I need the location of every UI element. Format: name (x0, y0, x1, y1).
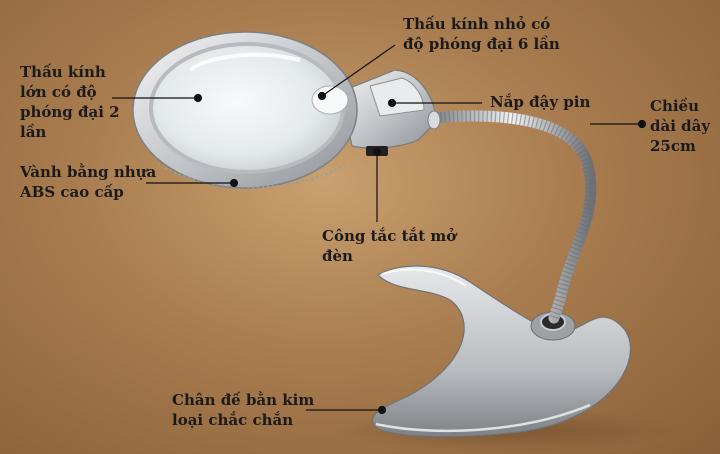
leader-small-lens (321, 44, 396, 97)
callout-large-lens-line-3: phóng đại 2 (20, 103, 120, 121)
neck-collar (427, 110, 441, 130)
base-edge-highlight (381, 268, 467, 287)
base-front-edge (375, 403, 591, 433)
callout-cord-length: Chiều dài dây 25cm (650, 96, 710, 156)
callout-base-line-1: Chân đế bằn kim (172, 391, 315, 409)
callout-cord-length-line-3: 25cm (650, 137, 696, 155)
callout-base: Chân đế bằn kim loại chắc chắn (172, 390, 314, 430)
callout-small-lens: Thấu kính nhỏ có độ phóng đại 6 lần (403, 14, 560, 54)
lens-reflection (188, 52, 301, 72)
callout-base-line-2: loại chắc chắn (172, 411, 294, 429)
callout-rim-line-2: ABS cao cấp (20, 183, 124, 201)
callout-switch-line-1: Công tắc tắt mở (322, 227, 457, 245)
callout-large-lens: Thấu kính lớn có độ phóng đại 2 lần (20, 62, 120, 142)
leader-lines (112, 44, 647, 415)
large-lens-glass (153, 46, 341, 170)
callout-large-lens-line-4: lần (20, 123, 47, 141)
callout-battery-cover-line-1: Nắp đậy pin (490, 93, 591, 111)
callout-rim: Vành bằng nhựa ABS cao cấp (20, 162, 156, 202)
metal-base (371, 265, 631, 438)
callout-switch: Công tắc tắt mở đèn (322, 226, 456, 266)
callout-large-lens-line-2: lớn có độ (20, 83, 97, 101)
callout-large-lens-line-1: Thấu kính (20, 63, 106, 81)
gooseneck-cord (426, 110, 597, 324)
callout-small-lens-line-2: độ phóng đại 6 lần (403, 35, 560, 53)
callout-cord-length-line-1: Chiều (650, 97, 699, 115)
callout-small-lens-line-1: Thấu kính nhỏ có (403, 15, 551, 33)
callout-cord-length-line-2: dài dây (650, 117, 711, 135)
callout-switch-line-2: đèn (322, 247, 353, 265)
battery-cover-panel (369, 77, 425, 117)
callout-battery-cover: Nắp đậy pin (490, 92, 590, 112)
callout-rim-line-1: Vành bằng nhựa (20, 163, 157, 181)
